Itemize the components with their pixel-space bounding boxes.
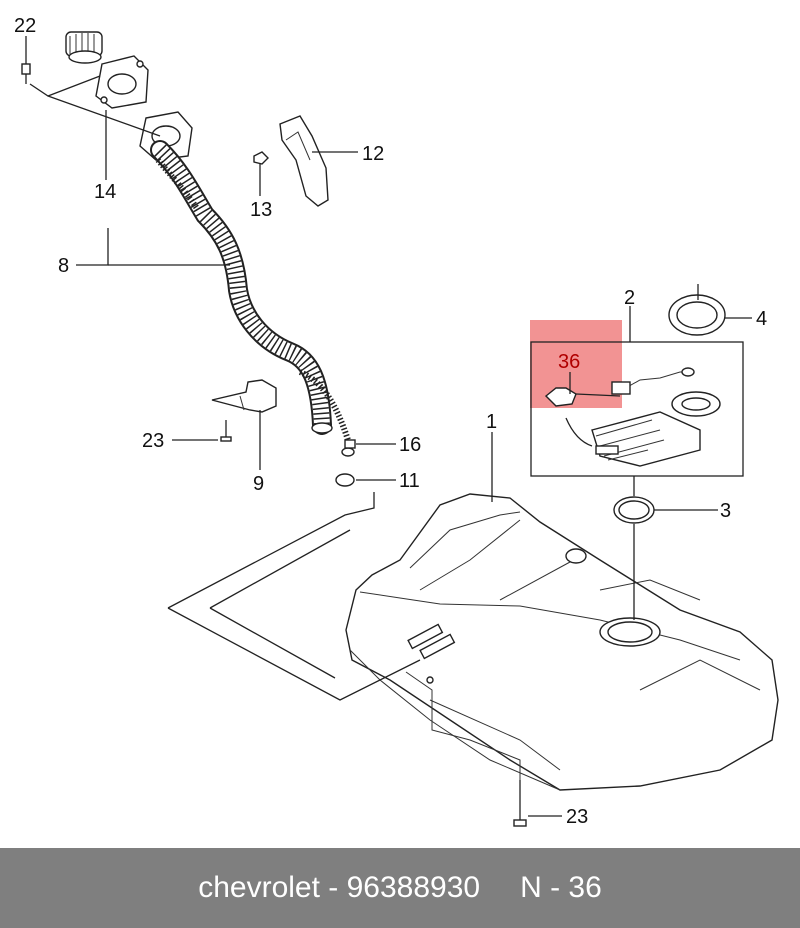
callout-23-lower: 23 [566,806,588,828]
connector-11 [335,473,355,487]
callout-3: 3 [720,500,731,522]
callout-11: 11 [399,470,420,492]
fuel-pump-module [544,367,721,467]
clip-16 [344,439,356,449]
footer-bar: chevrolet - 96388930 N - 36 [0,848,800,928]
callout-16: 16 [399,434,421,456]
brand-part-number: chevrolet - 96388930 [198,871,481,904]
callout-1: 1 [486,411,497,433]
leader-lines [25,36,752,817]
callout-13: 13 [250,199,272,221]
lock-ring-4 [668,294,726,336]
screw-22 [21,63,31,84]
callout-22: 22 [14,15,36,37]
bolt-23-lower [513,780,527,827]
callout-9: 9 [253,473,264,495]
nut-13 [253,151,269,165]
fuel-tank [345,493,779,791]
filler-flange [95,55,193,161]
callout-23-upper: 23 [142,430,164,452]
callout-36: 36 [558,351,580,373]
callout-8: 8 [58,255,69,277]
fuel-system-diagram: 22 14 8 12 13 9 23 16 11 1 2 4 3 36 23 [14,15,779,828]
pump-module-box [530,341,744,477]
seal-3 [613,496,655,524]
bolt-23-upper [220,420,232,442]
filler-cap [65,31,103,64]
diagram-code: N - 36 [520,871,602,904]
clamp-9 [211,379,277,413]
callout-12: 12 [362,143,384,165]
callout-2: 2 [624,287,635,309]
filler-hose [150,140,355,457]
bracket-12 [279,115,329,207]
callout-4: 4 [756,308,767,330]
callout-14: 14 [94,181,116,203]
